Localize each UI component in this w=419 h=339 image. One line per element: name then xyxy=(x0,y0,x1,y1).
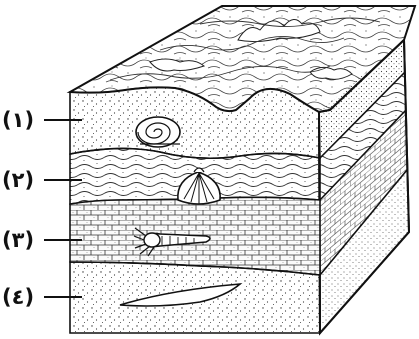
layer-label-3: (٣) xyxy=(2,228,34,252)
layer-label-4: (٤) xyxy=(2,285,34,309)
layer-label-2: (٢) xyxy=(2,168,34,192)
layer-label-1: (١) xyxy=(2,108,34,132)
ammonite-icon xyxy=(136,117,180,147)
front-layer-1 xyxy=(70,87,320,158)
